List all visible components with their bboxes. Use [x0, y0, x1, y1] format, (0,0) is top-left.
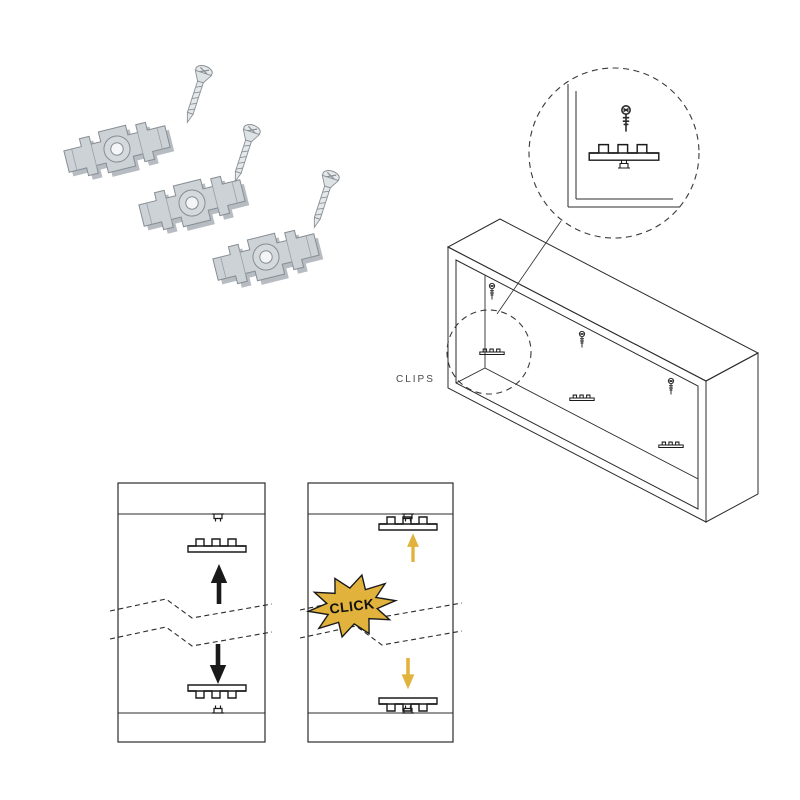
cabinet-right-face [705, 352, 759, 523]
step-panel-1 [109, 482, 273, 743]
panel-1-outline [117, 482, 266, 743]
click-burst: CLICK [305, 573, 399, 639]
cabinet-opening-outline [455, 259, 699, 510]
panel-1-break-upper [109, 598, 273, 619]
detail-callout-circle [528, 67, 700, 239]
detail-callout [528, 67, 700, 239]
small-callout-circle [446, 309, 532, 395]
step-panel-2: CLICK [299, 482, 463, 743]
panel-2-break-lower [299, 625, 463, 646]
clips-label: CLIPS [396, 374, 435, 385]
panel-2-rails [308, 513, 453, 714]
panel-1-break-lower [109, 626, 273, 647]
callout-leader-line [496, 220, 562, 315]
detail-panel-corner [567, 84, 680, 208]
click-burst-shape [305, 573, 399, 639]
click-label: CLICK [329, 595, 376, 616]
panel-1-rails [118, 513, 265, 714]
